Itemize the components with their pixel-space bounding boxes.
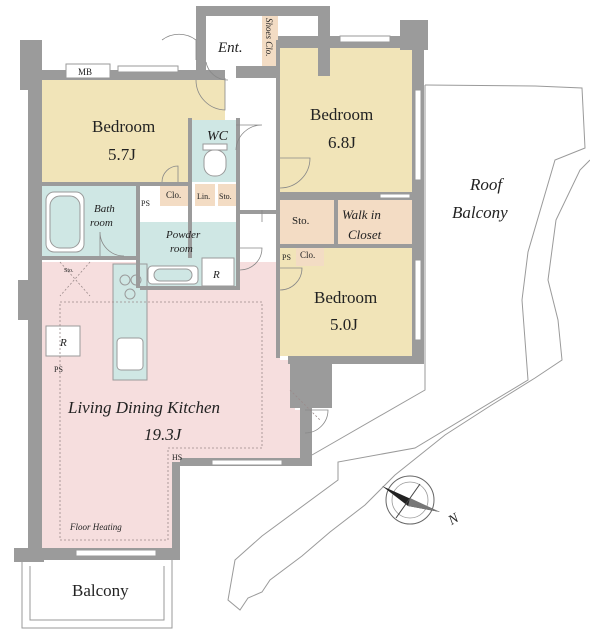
ps-label-3: PS xyxy=(54,365,63,374)
ldk-floor xyxy=(40,262,305,548)
compass-n-label: N xyxy=(445,511,462,529)
walk-in-label-2: Closet xyxy=(348,227,382,242)
floor-heating-label: Floor Heating xyxy=(69,522,122,532)
bedroom-right-bottom-size: 5.0J xyxy=(330,315,358,334)
r-label-1: R xyxy=(212,269,220,281)
balcony-area xyxy=(21,560,173,629)
ent-label: Ent. xyxy=(217,40,243,56)
clo-label-2: Clo. xyxy=(300,250,315,260)
bedroom-right-top-name: Bedroom xyxy=(310,105,373,124)
ps-label-2: PS xyxy=(282,253,291,262)
powder-label-2: room xyxy=(170,243,193,255)
wc-label: WC xyxy=(207,129,229,144)
bath-label-1: Bath xyxy=(94,203,115,215)
r-label-2: R xyxy=(59,337,67,349)
balcony-label: Balcony xyxy=(72,581,129,600)
shoes-closet-label: Shoes Clo. xyxy=(264,18,274,57)
sto-label-1: Sto. xyxy=(219,192,232,201)
clo-label-1: Clo. xyxy=(166,190,181,200)
bedroom-right-bottom-name: Bedroom xyxy=(314,288,377,307)
bedroom-left-name: Bedroom xyxy=(92,117,155,136)
sto-label-2: Sto. xyxy=(292,215,310,227)
compass-icon xyxy=(382,475,440,525)
bedroom-right-top-floor xyxy=(279,48,414,192)
roof-balcony-line2: Balcony xyxy=(452,203,508,222)
ldk-size: 19.3J xyxy=(144,425,183,444)
ldk-name: Living Dining Kitchen xyxy=(67,398,220,417)
powder-label-1: Powder xyxy=(165,229,201,241)
roof-balcony-line1: Roof xyxy=(469,175,504,194)
lin-label: Lin. xyxy=(197,192,210,201)
mb-label: MB xyxy=(78,67,92,77)
kitchen-sink xyxy=(116,337,144,371)
walk-in-label-1: Walk in xyxy=(342,207,381,222)
meter-box xyxy=(65,63,111,79)
hs-label: HS xyxy=(172,453,182,462)
bath-label-2: room xyxy=(90,217,113,229)
roof-balcony-area xyxy=(227,84,590,611)
bedroom-left-size: 5.7J xyxy=(108,145,136,164)
sto-label-3: Sto. xyxy=(64,268,74,274)
walk-in-closet-floor xyxy=(338,200,414,244)
toilet xyxy=(203,149,227,177)
shoes-closet-floor xyxy=(262,12,278,76)
ps-label-1: PS xyxy=(141,199,150,208)
bedroom-right-top-size: 6.8J xyxy=(328,133,356,152)
